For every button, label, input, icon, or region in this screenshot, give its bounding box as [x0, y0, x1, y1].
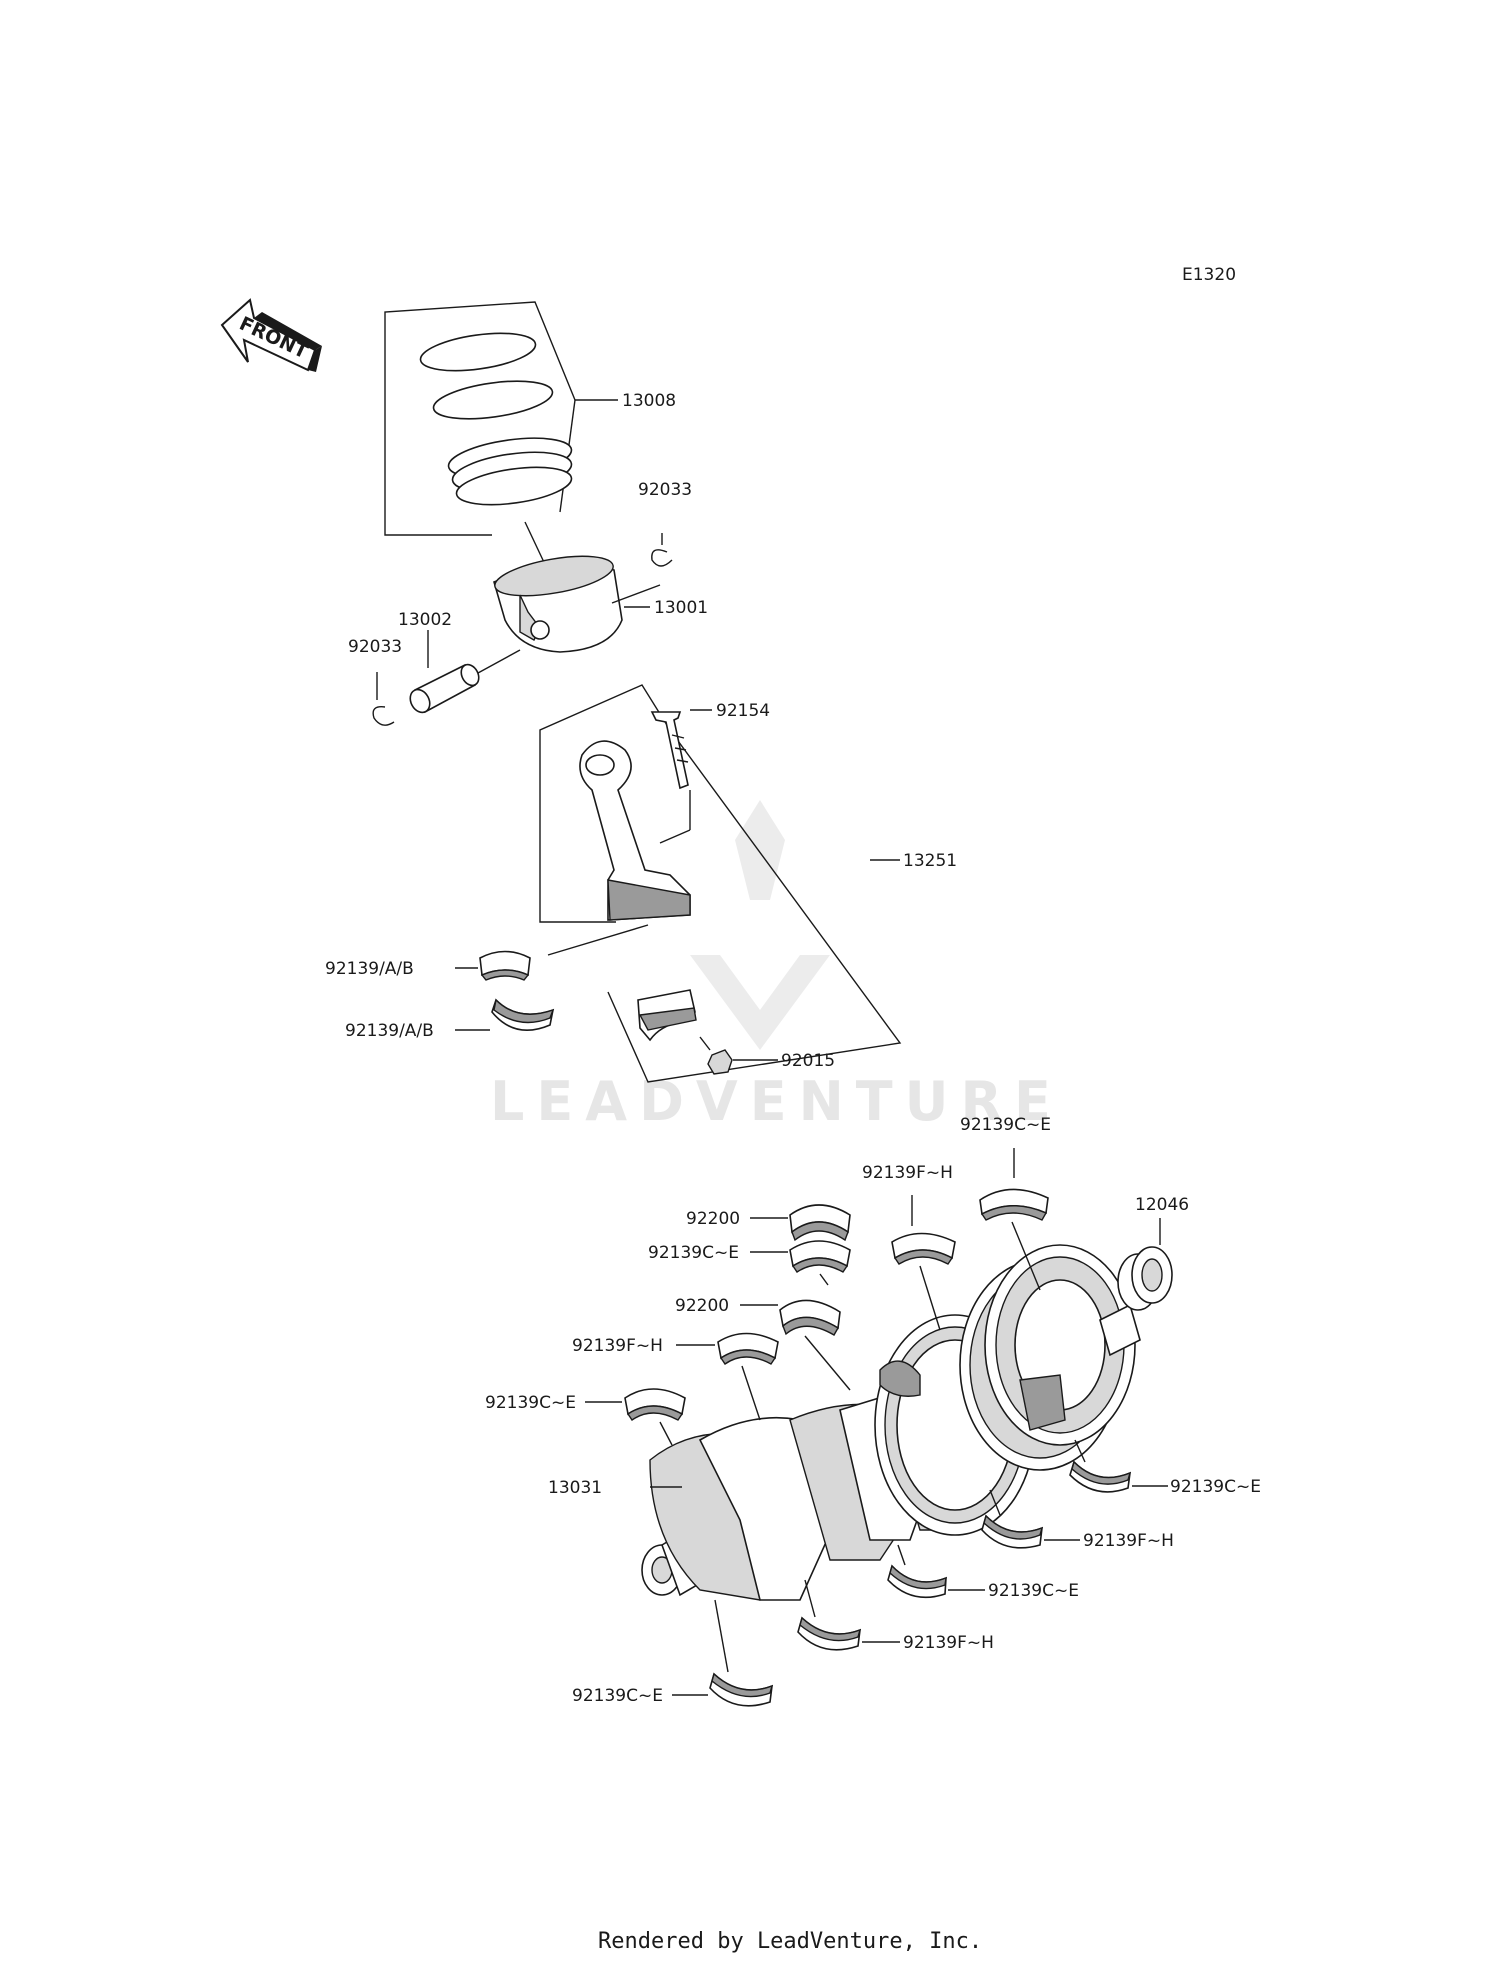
watermark: LEADVENTURE — [490, 800, 1063, 1133]
circlip-right — [651, 533, 673, 567]
callout-92200-upper: 92200 — [686, 1209, 740, 1229]
thrust-washer-lower — [740, 1299, 851, 1391]
crankshaft — [641, 1244, 1173, 1601]
callout-92200-lower: 92200 — [675, 1296, 729, 1316]
callout-92033-left: 92033 — [348, 637, 402, 657]
main-bearing-fh-right — [981, 1489, 1080, 1549]
conrod-bearing-upper — [455, 950, 531, 981]
circlip-left — [372, 672, 395, 726]
callout-92139fh-right: 92139F~H — [1083, 1531, 1174, 1551]
piston-ring-set — [384, 301, 576, 536]
watermark-text: LEADVENTURE — [490, 1070, 1063, 1133]
conrod-bearing-lower — [455, 998, 555, 1032]
callout-92015: 92015 — [781, 1051, 835, 1071]
callout-92139ce-mid: 92139C~E — [988, 1581, 1079, 1601]
main-bearing-top — [979, 1148, 1049, 1291]
callout-92139ce-top: 92139C~E — [960, 1115, 1051, 1135]
callout-92139ab-lower: 92139/A/B — [345, 1021, 434, 1041]
callout-92139ce-2: 92139C~E — [648, 1243, 739, 1263]
callout-92139ce-bottom: 92139C~E — [572, 1686, 663, 1706]
callout-92139fh-top: 92139F~H — [862, 1163, 953, 1183]
callout-92139fh-low: 92139F~H — [903, 1633, 994, 1653]
callout-92139ce-3: 92139C~E — [485, 1393, 576, 1413]
callout-92033-right: 92033 — [638, 480, 692, 500]
main-bearing-ce-right — [1069, 1439, 1168, 1493]
thrust-washer-upper — [750, 1204, 851, 1242]
main-bearing-ce-mid — [887, 1544, 985, 1599]
main-bearing-ce-bottom — [672, 1599, 774, 1707]
callout-92139ab-upper: 92139/A/B — [325, 959, 414, 979]
callout-13031: 13031 — [548, 1478, 602, 1498]
diagram-code: E1320 — [1182, 265, 1236, 285]
piston-pin — [409, 630, 521, 714]
main-bearing-ce-3 — [585, 1388, 686, 1446]
callout-13001: 13001 — [654, 598, 708, 618]
main-bearing-fh-top — [891, 1195, 956, 1331]
callout-13002: 13002 — [398, 610, 452, 630]
callout-13251: 13251 — [903, 851, 957, 871]
callout-92139fh-2: 92139F~H — [572, 1336, 663, 1356]
front-arrow-icon: FRONT — [220, 298, 322, 372]
callout-13008: 13008 — [622, 391, 676, 411]
main-bearing-fh-2 — [676, 1332, 779, 1421]
footer-credit: Rendered by LeadVenture, Inc. — [598, 1929, 982, 1954]
piston — [493, 521, 661, 653]
main-bearing-ce-2 — [750, 1240, 851, 1286]
callout-12046: 12046 — [1135, 1195, 1189, 1215]
callout-92139ce-right: 92139C~E — [1170, 1477, 1261, 1497]
connecting-rod-set — [539, 684, 902, 1083]
main-bearing-fh-low — [797, 1579, 900, 1651]
callout-92154: 92154 — [716, 701, 770, 721]
